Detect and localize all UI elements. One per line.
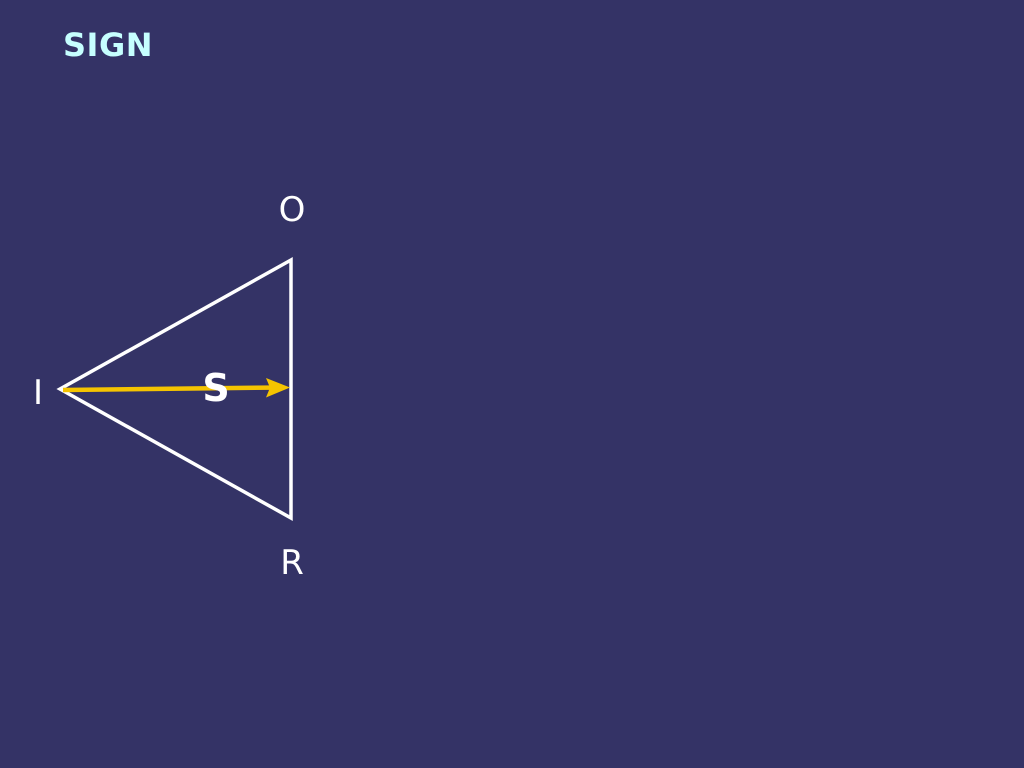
vertex-label-o: O bbox=[279, 190, 306, 230]
sign-arrow-head bbox=[266, 378, 290, 398]
vertex-label-r: R bbox=[280, 543, 304, 583]
arrow-label-s: S bbox=[202, 366, 229, 410]
sign-arrow-shaft bbox=[62, 385, 271, 393]
vertex-label-i: I bbox=[33, 373, 43, 413]
slide-title: SIGN bbox=[63, 26, 153, 64]
sign-triangle bbox=[56, 257, 293, 521]
